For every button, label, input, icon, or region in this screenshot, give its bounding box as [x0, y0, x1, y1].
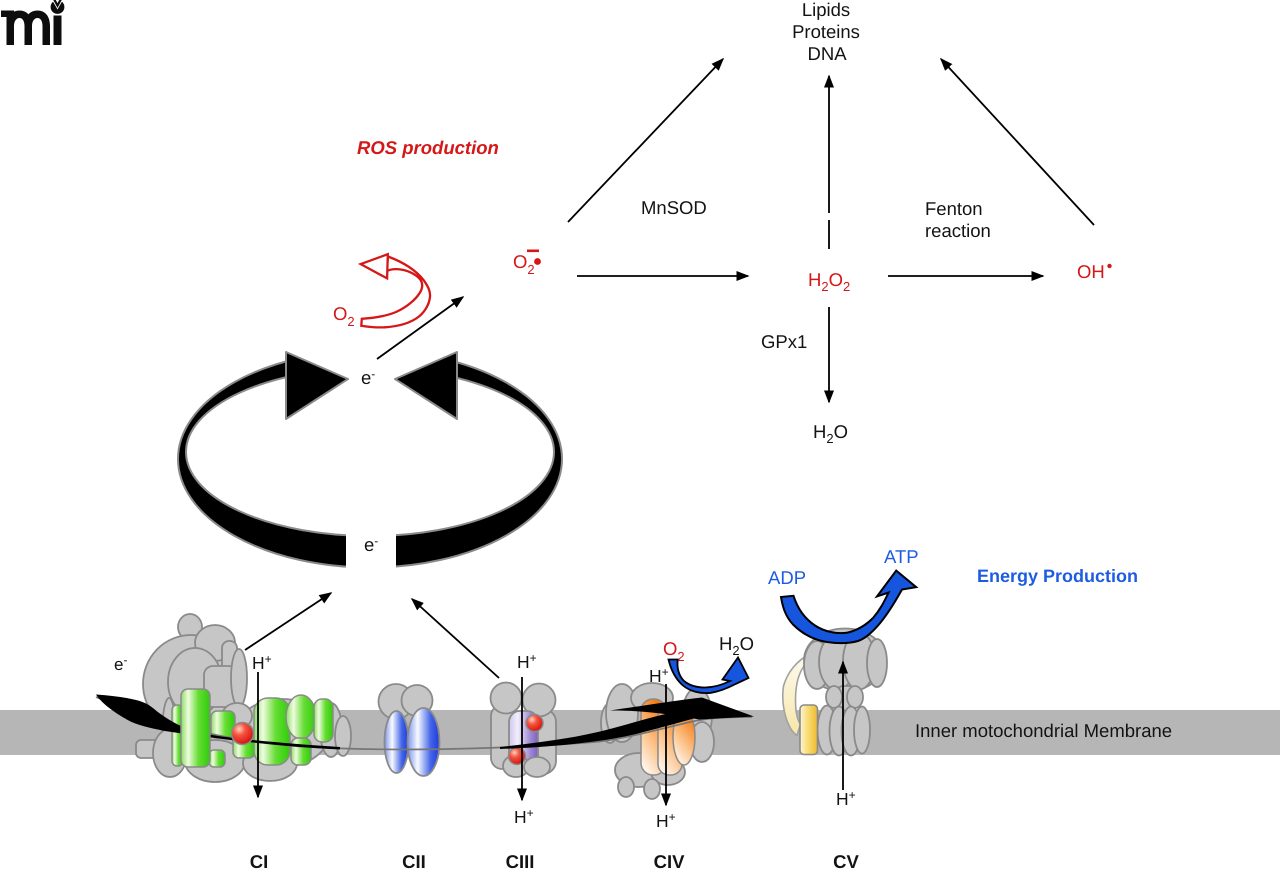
svg-text:CV: CV	[833, 851, 859, 870]
svg-text:CIV: CIV	[654, 851, 686, 870]
svg-text:OH: OH	[1077, 261, 1105, 282]
svg-text:Fenton: Fenton	[925, 198, 983, 219]
svg-text:CIII: CIII	[506, 851, 535, 870]
svg-text:Inner motochondrial Membrane: Inner motochondrial Membrane	[915, 720, 1172, 741]
svg-text:DNA: DNA	[807, 43, 847, 64]
svg-text:CII: CII	[402, 851, 426, 870]
svg-text:ATP: ATP	[884, 546, 919, 567]
svg-text:H2O2: H2O2	[808, 269, 850, 294]
svg-text:reaction: reaction	[925, 220, 991, 241]
svg-text:ROS production: ROS production	[357, 137, 499, 158]
svg-text:Proteins: Proteins	[792, 21, 860, 42]
svg-text:GPx1: GPx1	[761, 331, 807, 352]
svg-text:MnSOD: MnSOD	[641, 197, 707, 218]
svg-text:Energy Production: Energy Production	[977, 566, 1138, 586]
svg-text:CI: CI	[250, 851, 269, 870]
svg-text:Lipids: Lipids	[802, 0, 850, 20]
svg-text:ADP: ADP	[768, 567, 806, 588]
